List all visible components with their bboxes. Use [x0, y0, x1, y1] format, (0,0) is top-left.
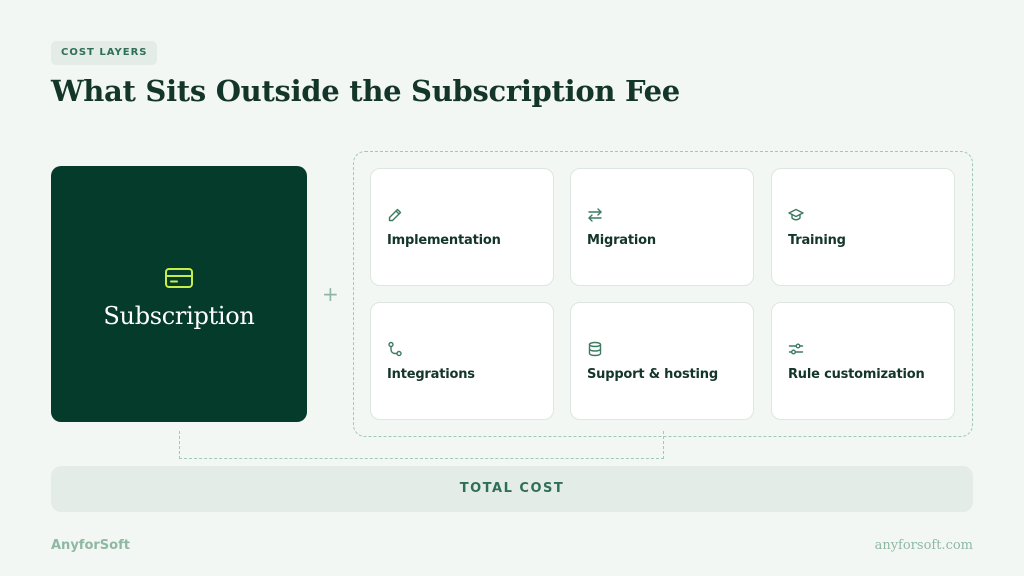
subscription-card: Subscription: [51, 166, 307, 422]
tile-training: Training: [771, 168, 955, 286]
tile-label: Migration: [587, 233, 656, 248]
tile-migration: Migration: [570, 168, 754, 286]
site-url: anyforsoft.com: [874, 538, 973, 553]
brand-logo: AnyforSoft: [51, 538, 130, 553]
arrows-swap-icon: [588, 208, 602, 222]
tile-label: Training: [788, 233, 846, 248]
sliders-icon: [788, 343, 804, 355]
database-icon: [588, 341, 602, 357]
git-branch-icon: [388, 341, 402, 357]
page-title: What Sits Outside the Subscription Fee: [51, 74, 680, 108]
tile-label: Rule customization: [788, 367, 925, 382]
graduation-cap-icon: [788, 208, 804, 221]
tile-implementation: Implementation: [370, 168, 554, 286]
credit-card-icon: [165, 268, 193, 288]
tile-support-hosting: Support & hosting: [570, 302, 754, 420]
pencil-icon: [388, 208, 402, 222]
tile-label: Implementation: [387, 233, 501, 248]
plus-operator: +: [322, 282, 339, 306]
total-cost-bar: TOTAL COST: [51, 466, 973, 512]
subscription-label: Subscription: [103, 302, 255, 330]
total-connector-line: [179, 431, 664, 459]
tile-integrations: Integrations: [370, 302, 554, 420]
tile-label: Integrations: [387, 367, 475, 382]
tile-label: Support & hosting: [587, 367, 718, 382]
tile-rule-customization: Rule customization: [771, 302, 955, 420]
section-eyebrow-badge: COST LAYERS: [51, 41, 158, 65]
